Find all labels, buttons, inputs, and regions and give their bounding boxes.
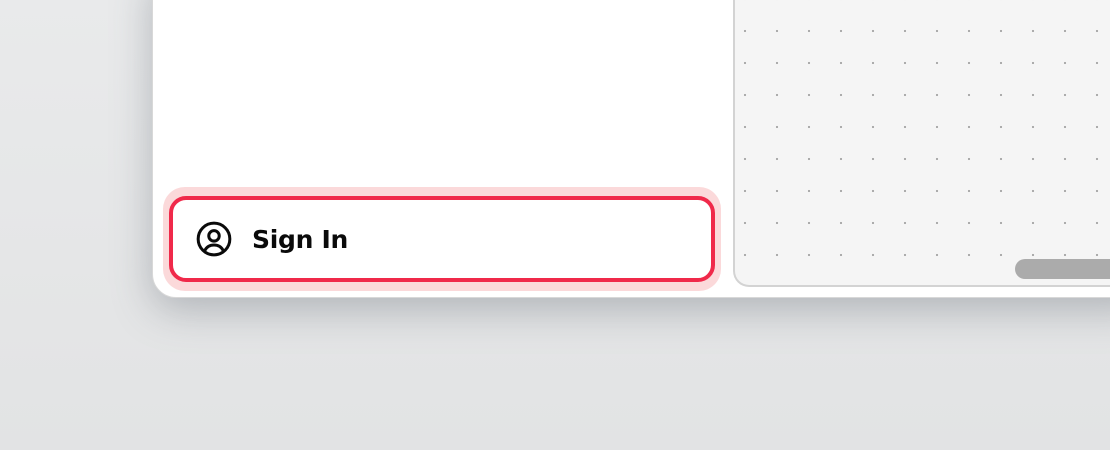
horizontal-scrollbar[interactable]: [1015, 259, 1110, 279]
sign-in-button[interactable]: Sign In: [169, 196, 715, 282]
dot-grid-canvas[interactable]: [733, 0, 1110, 287]
app-window: Sign In: [152, 0, 1110, 298]
sign-in-label: Sign In: [252, 224, 348, 254]
focus-ring: Sign In: [163, 187, 721, 291]
user-circle-icon: [196, 221, 232, 257]
